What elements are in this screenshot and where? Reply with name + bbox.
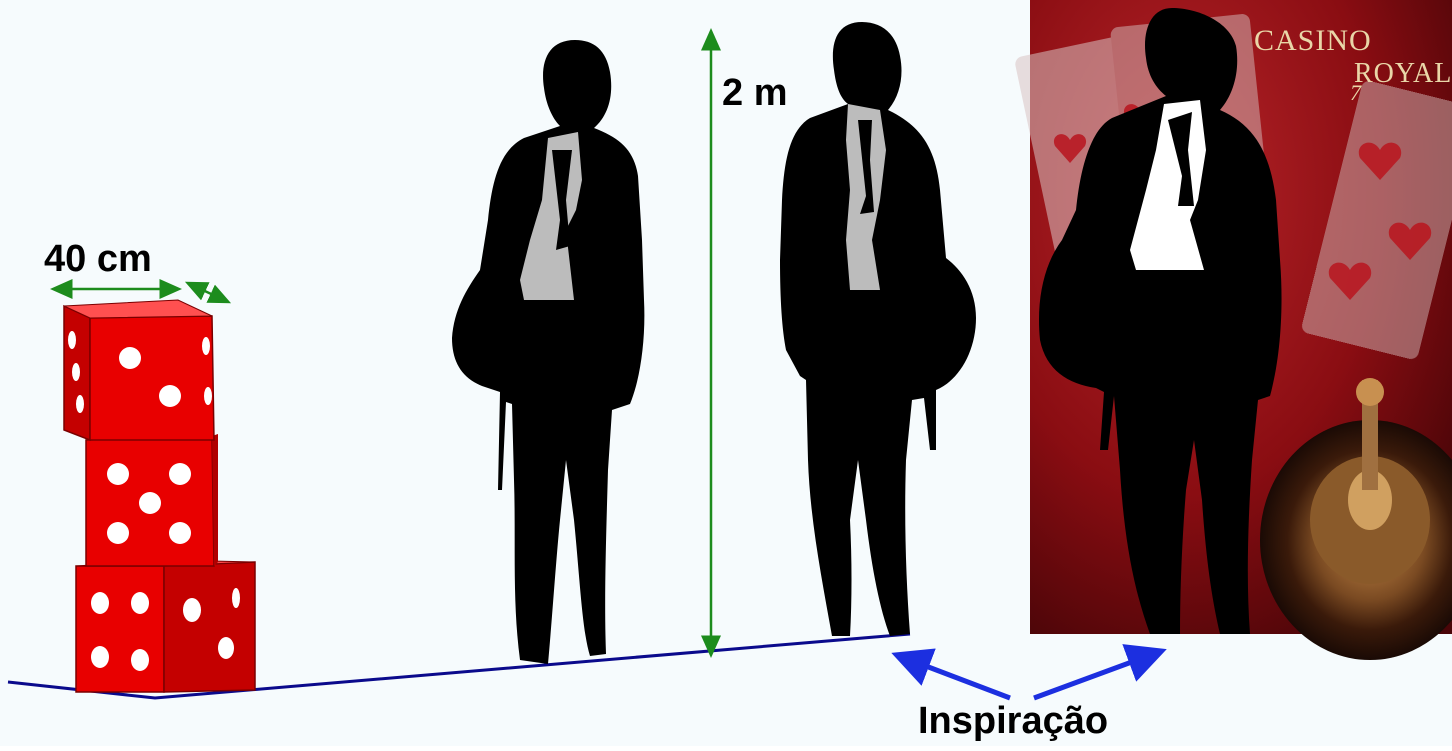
- die-bottom: [76, 560, 255, 692]
- poster-title-line2: ROYALE: [1354, 58, 1452, 90]
- die-middle: [86, 434, 218, 566]
- inspiration-label: Inspiração: [918, 700, 1108, 743]
- poster-title-mark: 7: [1350, 80, 1361, 106]
- poster-title-line1: CASINO: [1254, 24, 1372, 58]
- die-top: [64, 300, 214, 440]
- dice-depth-arrow: [194, 286, 222, 299]
- dice-width-label: 40 cm: [44, 238, 152, 281]
- inspiration-arrow-left: [910, 660, 1010, 698]
- figure-height-label: 2 m: [722, 72, 787, 115]
- silhouette-left: [452, 40, 644, 664]
- dice-stack: [64, 300, 255, 692]
- inspiration-poster: [1014, 0, 1452, 660]
- inspiration-arrow-right: [1034, 656, 1148, 698]
- silhouette-right: [780, 22, 976, 636]
